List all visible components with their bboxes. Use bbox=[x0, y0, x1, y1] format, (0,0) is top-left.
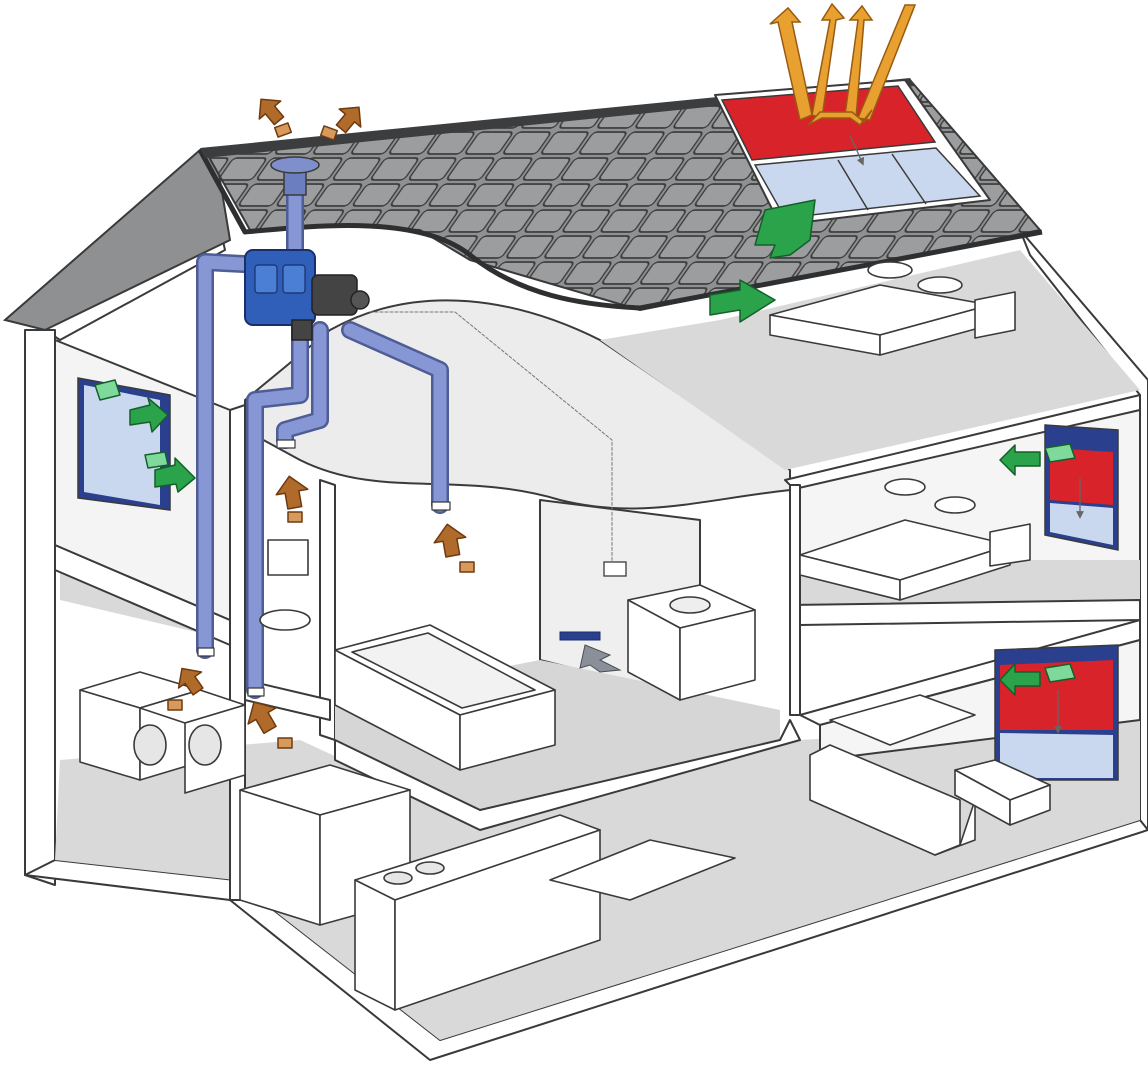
window-left-glass bbox=[84, 385, 160, 505]
sofa bbox=[829, 694, 976, 746]
wc-cistern bbox=[267, 539, 309, 576]
fresh-air-arrow-icon bbox=[94, 199, 1076, 696]
roof-vent-cap bbox=[270, 156, 320, 174]
window-right-middle-warm bbox=[1050, 448, 1113, 505]
wc-bowl bbox=[259, 609, 311, 631]
diffuser-bathroom bbox=[431, 501, 451, 511]
bathroom-slab bbox=[334, 719, 801, 831]
diffuser-kitchen bbox=[247, 687, 265, 697]
middle-right-slab bbox=[789, 599, 1141, 626]
exhaust-air-arrow-icon bbox=[167, 98, 475, 749]
roof-cut-edge bbox=[197, 148, 1043, 311]
left-outer-wall bbox=[24, 329, 56, 886]
dining-table bbox=[549, 839, 736, 901]
diffuser-wc bbox=[276, 439, 296, 449]
furniture bbox=[79, 261, 1051, 1011]
control-wire bbox=[369, 311, 613, 566]
partition-right bbox=[789, 484, 801, 716]
diffuser-laundry bbox=[197, 647, 215, 657]
solar-radiation-arrow-icon bbox=[769, 2, 917, 127]
solar-panel-warm bbox=[720, 85, 937, 161]
kitchen-upper-edge bbox=[244, 679, 331, 721]
floor-grille bbox=[559, 631, 622, 673]
solar-exchange-arrow bbox=[849, 134, 864, 166]
duct-system bbox=[196, 156, 613, 699]
vent-window-icon bbox=[77, 377, 1119, 781]
control-panel-icon bbox=[603, 561, 627, 577]
heat-recovery-ventilation-unit-icon bbox=[244, 249, 370, 341]
window-right-middle-cool bbox=[1050, 503, 1113, 545]
window-right-lower-cool bbox=[1000, 733, 1113, 778]
